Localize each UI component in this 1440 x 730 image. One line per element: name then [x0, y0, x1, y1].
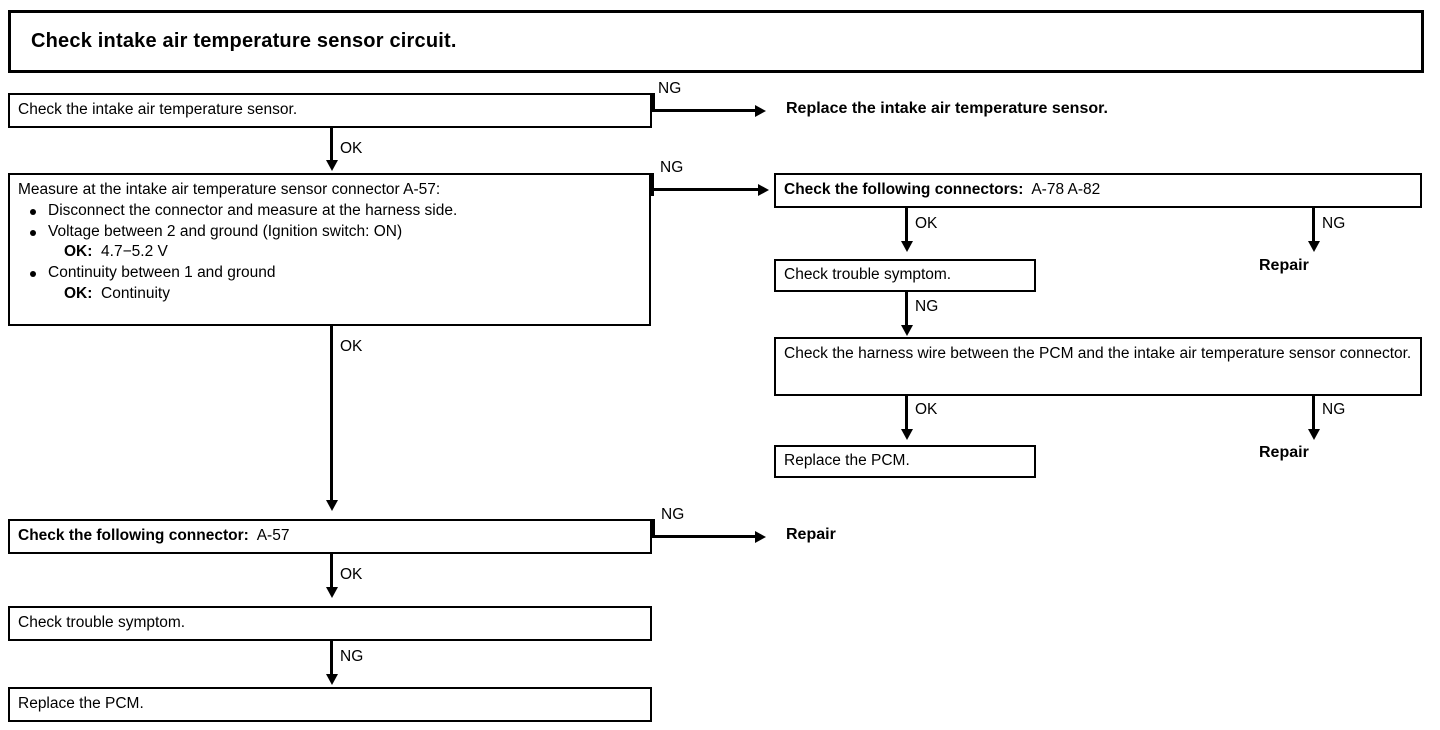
- measure-bullet-2-ok-value: Continuity: [101, 284, 170, 302]
- node-check-sensor-label: Check the intake air temperature sensor.: [18, 101, 298, 119]
- node-check-harness-wire: Check the harness wire between the PCM a…: [774, 337, 1422, 396]
- edge-check-sensor-ng-line: [652, 109, 755, 112]
- edge-a57-ng-stub: [652, 519, 655, 538]
- terminal-replace-sensor: Replace the intake air temperature senso…: [786, 100, 1108, 117]
- node-measure-connector: Measure at the intake air temperature se…: [8, 173, 651, 326]
- node-measure-heading: Measure at the intake air temperature se…: [18, 181, 441, 198]
- node-check-trouble-symptom-right: Check trouble symptom.: [774, 259, 1036, 292]
- list-item: Voltage between 2 and ground (Ignition s…: [18, 222, 641, 264]
- node-check-connector-a57: Check the following connector: A-57: [8, 519, 652, 554]
- measure-bullet-1-text: Voltage between 2 and ground (Ignition s…: [48, 222, 403, 240]
- edge-measure-ng-stub: [651, 173, 654, 196]
- edge-ng-right-1-line: [1312, 208, 1315, 245]
- edge-label-ok-right-1: OK: [915, 215, 938, 232]
- edge-a57-ng-line: [652, 535, 755, 538]
- edge-ok-2-arrowhead: [325, 500, 338, 511]
- edge-ok-2-line: [330, 326, 333, 504]
- edge-ng-right-2-arrowhead: [900, 325, 913, 336]
- edge-label-ng-right-1: NG: [1322, 215, 1346, 232]
- node-check-connectors-a78-a82: Check the following connectors: A-78 A-8…: [774, 173, 1422, 208]
- measure-bullet-0-text: Disconnect the connector and measure at …: [48, 201, 458, 219]
- edge-ng-right-1-arrowhead: [1307, 241, 1320, 252]
- edge-label-ng-right-3: NG: [1322, 401, 1346, 418]
- node-measure-bullet-list: Disconnect the connector and measure at …: [18, 201, 641, 305]
- edge-label-ng-1: NG: [658, 80, 682, 97]
- edge-label-ng-right-2: NG: [915, 298, 939, 315]
- list-item: Continuity between 1 and ground OK: Cont…: [18, 263, 641, 305]
- measure-bullet-1-ok-label: OK:: [64, 243, 93, 261]
- edge-a57-ng-arrowhead: [755, 530, 766, 543]
- edge-label-ok-2: OK: [340, 338, 363, 355]
- node-check-connectors-label: Check the following connectors:: [784, 181, 1024, 199]
- edge-measure-ng-arrowhead: [758, 183, 769, 196]
- edge-ok-1-arrowhead: [325, 160, 338, 171]
- edge-label-ok-right-2: OK: [915, 401, 938, 418]
- node-check-trouble-symptom-left-label: Check trouble symptom.: [18, 614, 186, 632]
- node-replace-pcm-right-label: Replace the PCM.: [784, 452, 910, 470]
- edge-label-ok-1: OK: [340, 140, 363, 157]
- measure-bullet-2-ok-label: OK:: [64, 284, 93, 302]
- edge-label-ok-3: OK: [340, 566, 363, 583]
- edge-ok-3-arrowhead: [325, 587, 338, 598]
- edge-ok-right-2-arrowhead: [900, 429, 913, 440]
- page-title: Check intake air temperature sensor circ…: [31, 29, 457, 52]
- edge-check-sensor-ng-stub: [652, 93, 655, 112]
- measure-bullet-1-ok-value: 4.7−5.2 V: [101, 243, 168, 261]
- edge-ng-right-3-line: [1312, 396, 1315, 433]
- edge-ok-right-1-arrowhead: [900, 241, 913, 252]
- node-check-sensor: Check the intake air temperature sensor.: [8, 93, 652, 128]
- terminal-repair-left: Repair: [786, 526, 836, 543]
- edge-check-sensor-ng-arrowhead: [755, 104, 766, 117]
- terminal-repair-top-right: Repair: [1259, 257, 1309, 274]
- diagram-title-box: Check intake air temperature sensor circ…: [8, 10, 1424, 73]
- node-replace-pcm-left-label: Replace the PCM.: [18, 695, 144, 713]
- edge-ok-right-1-line: [905, 208, 908, 245]
- edge-ok-3-line: [330, 554, 333, 591]
- node-replace-pcm-left: Replace the PCM.: [8, 687, 652, 722]
- node-check-harness-wire-label: Check the harness wire between the PCM a…: [784, 345, 1412, 362]
- edge-label-ng-4: NG: [340, 648, 364, 665]
- edge-label-ng-2: NG: [660, 159, 684, 176]
- list-item: Disconnect the connector and measure at …: [18, 201, 641, 222]
- edge-ok-1-line: [330, 128, 333, 164]
- measure-bullet-2-ok: OK: Continuity: [48, 284, 641, 305]
- edge-ng-4-line: [330, 641, 333, 678]
- terminal-repair-bottom-right: Repair: [1259, 444, 1309, 461]
- edge-ok-right-2-line: [905, 396, 908, 433]
- edge-ng-right-2-line: [905, 292, 908, 329]
- node-check-connectors-value: A-78 A-82: [1027, 181, 1101, 199]
- node-check-connector-a57-label: Check the following connector:: [18, 527, 249, 545]
- node-replace-pcm-right: Replace the PCM.: [774, 445, 1036, 478]
- node-check-trouble-symptom-right-label: Check trouble symptom.: [784, 266, 952, 284]
- edge-label-ng-3: NG: [661, 506, 685, 523]
- edge-measure-ng-line: [651, 188, 758, 191]
- edge-ng-right-3-arrowhead: [1307, 429, 1320, 440]
- edge-ng-4-arrowhead: [325, 674, 338, 685]
- node-check-connector-a57-value: A-57: [253, 527, 290, 545]
- measure-bullet-2-text: Continuity between 1 and ground: [48, 264, 276, 282]
- node-check-trouble-symptom-left: Check trouble symptom.: [8, 606, 652, 641]
- measure-bullet-1-ok: OK: 4.7−5.2 V: [48, 242, 641, 263]
